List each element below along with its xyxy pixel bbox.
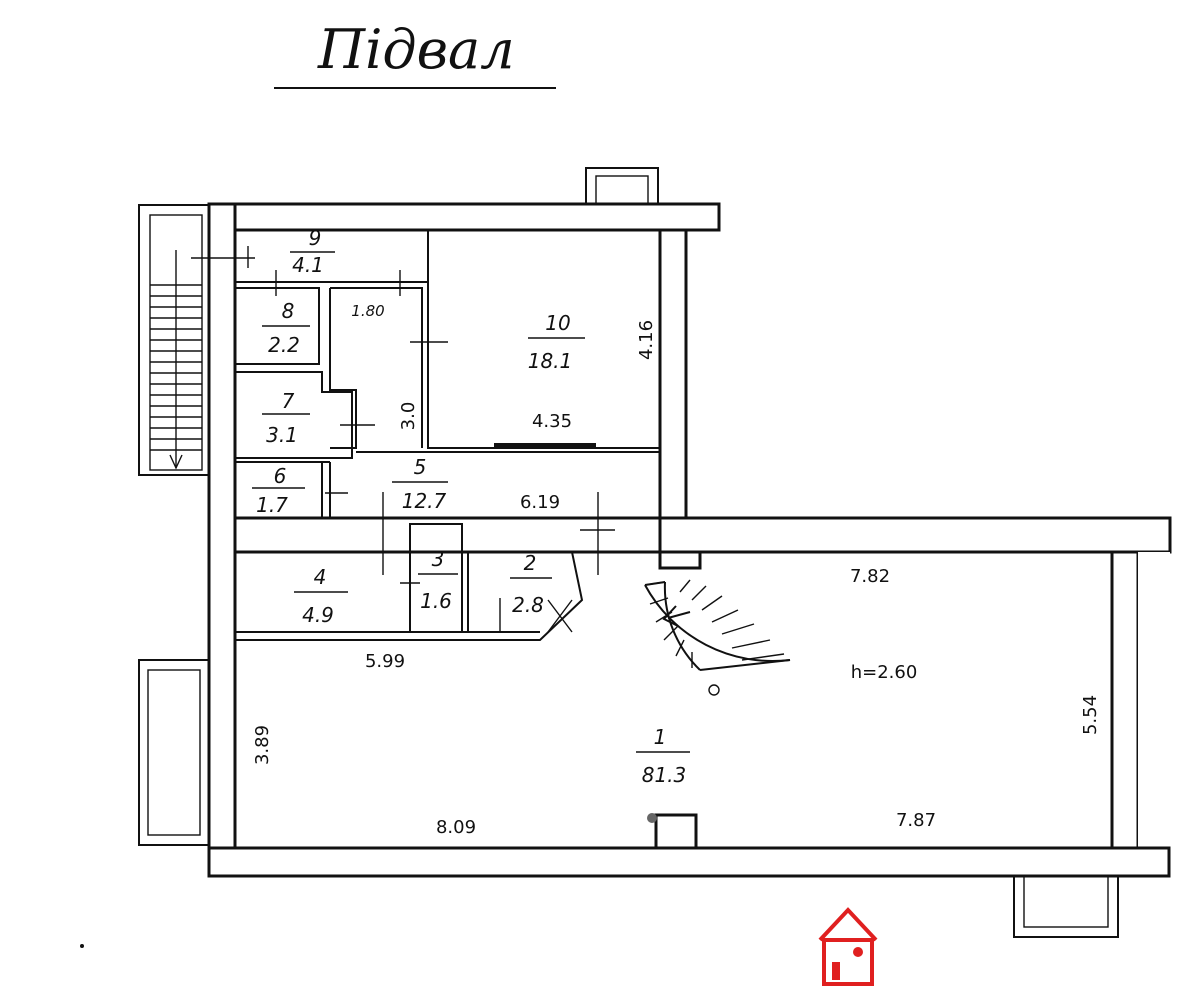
left-staircase — [138, 204, 210, 476]
dim-6-19: 6.19 — [520, 492, 560, 513]
house-logo-icon — [818, 907, 878, 986]
dim-3-0: 3.0 — [398, 402, 419, 431]
room-6-number: 6 — [274, 464, 287, 488]
room-9-area: 4.1 — [292, 253, 324, 277]
room-10-number: 10 — [545, 311, 570, 335]
room-1-number: 1 — [654, 725, 667, 749]
room-3-number: 3 — [432, 547, 445, 571]
dimensions: 1.80 4.16 3.0 4.35 6.19 7.82 5.99 h=2.60… — [252, 302, 1101, 838]
dim-8-09: 8.09 — [436, 817, 476, 838]
dim-1-80: 1.80 — [351, 302, 384, 320]
plan-title: Підвал — [317, 18, 515, 81]
outer-walls — [207, 202, 1172, 878]
interior-partitions — [191, 229, 662, 641]
room-7-number: 7 — [282, 389, 295, 413]
room-10-area: 18.1 — [528, 349, 573, 373]
dim-7-82: 7.82 — [850, 566, 890, 587]
room-8-area: 2.2 — [268, 333, 300, 357]
room-1-area: 81.3 — [642, 763, 687, 787]
room-8-number: 8 — [282, 299, 295, 323]
dim-4-16: 4.16 — [636, 320, 657, 360]
dim-5-54: 5.54 — [1080, 695, 1101, 735]
column-marker-icon — [708, 684, 720, 696]
dim-3-89: 3.89 — [252, 725, 273, 765]
room-2-area: 2.8 — [512, 593, 544, 617]
room-4-area: 4.9 — [302, 603, 334, 627]
ceiling-height: h=2.60 — [851, 662, 918, 683]
room-5-number: 5 — [414, 455, 427, 479]
room-4-number: 4 — [314, 565, 327, 589]
room-7-area: 3.1 — [266, 423, 298, 447]
dot-marker — [647, 813, 657, 823]
room-9-number: 9 — [309, 226, 322, 250]
speck — [80, 944, 84, 948]
room-labels: 9 4.1 8 2.2 7 3.1 6 1.7 5 12.7 10 18.1 4… — [252, 226, 690, 787]
spiral-staircase — [644, 579, 791, 696]
room-2-number: 2 — [524, 551, 537, 575]
dim-7-87: 7.87 — [896, 810, 936, 831]
room-5-area: 12.7 — [402, 489, 447, 513]
room-6-area: 1.7 — [256, 493, 288, 517]
dim-4-35: 4.35 — [532, 411, 572, 432]
room-3-area: 1.6 — [420, 589, 452, 613]
dim-5-99: 5.99 — [365, 651, 405, 672]
